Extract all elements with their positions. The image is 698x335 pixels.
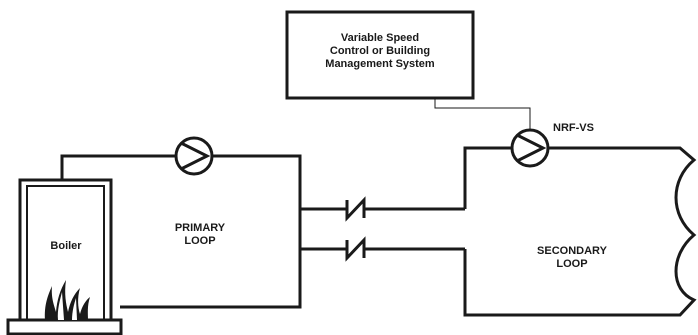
control-box-label: Variable Speed Control or Building Manag… bbox=[287, 32, 473, 71]
control-box bbox=[285, 10, 475, 100]
secondary-pump-icon bbox=[510, 128, 550, 168]
control-signal-wire bbox=[434, 98, 531, 130]
lower-check-valve-icon bbox=[345, 236, 366, 262]
primary-loop-line2: LOOP bbox=[184, 235, 216, 247]
control-box-line1: Variable Speed bbox=[340, 32, 420, 44]
secondary-loop-line2: LOOP bbox=[556, 258, 588, 270]
secondary-loop-label: SECONDARY LOOP bbox=[527, 245, 617, 271]
primary-loop-label: PRIMARY LOOP bbox=[160, 222, 240, 248]
primary-pump-icon bbox=[174, 136, 214, 176]
control-box-line2: Control or Building bbox=[329, 45, 431, 57]
primary-loop-pipe bbox=[60, 154, 302, 309]
control-box-line3: Management System bbox=[325, 58, 435, 70]
secondary-loop-line1: SECONDARY bbox=[537, 245, 607, 257]
pump-model-label: NRF-VS bbox=[553, 122, 594, 134]
secondary-loop-pipe bbox=[463, 146, 697, 317]
primary-loop-line1: PRIMARY bbox=[174, 222, 226, 234]
upper-check-valve-icon bbox=[345, 196, 366, 222]
flame-icon bbox=[44, 280, 90, 320]
boiler-label: Boiler bbox=[50, 240, 82, 252]
